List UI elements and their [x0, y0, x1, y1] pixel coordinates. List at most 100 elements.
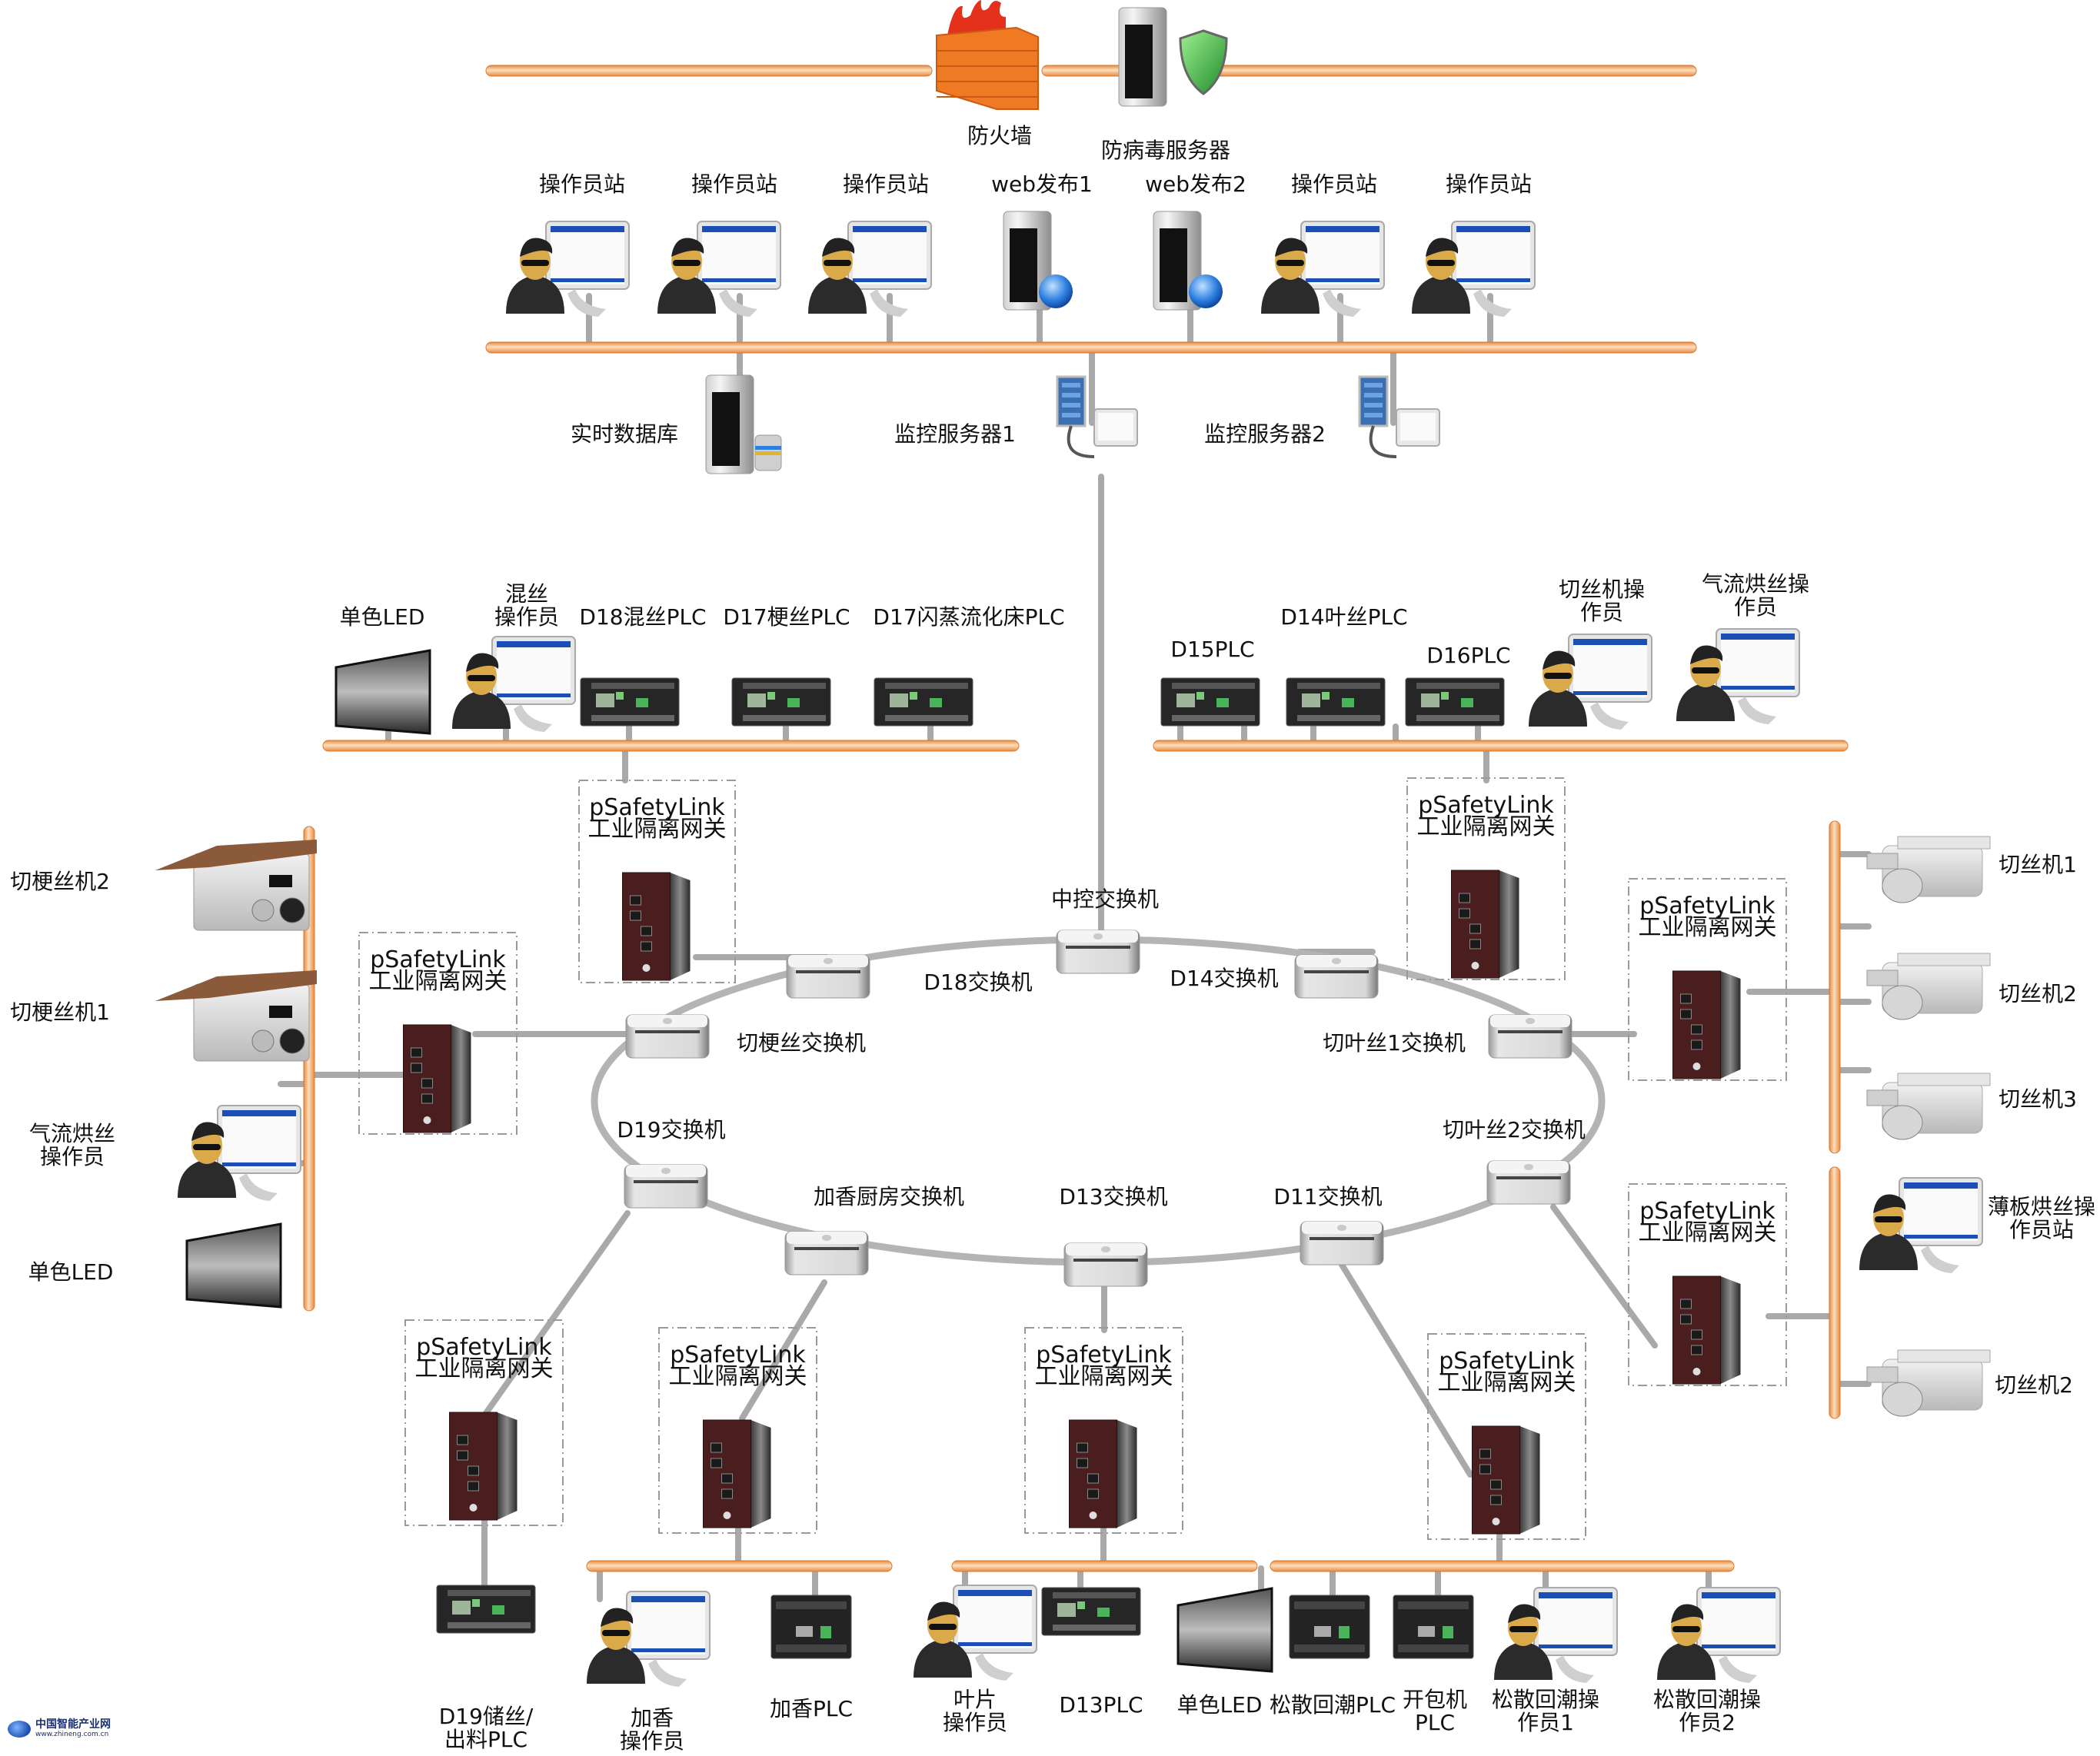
d16-plc-icon — [1405, 677, 1505, 727]
ethernet-port-icon — [1479, 1448, 1491, 1459]
label-switch-qys2: 切叶丝2交换机 — [1443, 1117, 1586, 1142]
ethernet-port-icon — [1691, 1039, 1702, 1050]
label-qsj-3: 切丝机3 — [1998, 1086, 2077, 1112]
leaf-operator-icon — [914, 1585, 1037, 1681]
gateway-d14-label: pSafetyLink 工业隔离网关 — [1416, 792, 1556, 840]
ethernet-port-icon — [1087, 1473, 1099, 1484]
bus-right-1 — [1829, 820, 1841, 1154]
leaf-cutter-2-icon — [1866, 953, 1991, 1020]
switch-qgs-icon — [625, 1014, 710, 1059]
gateway-qys1-side — [1720, 971, 1741, 1079]
bus-bottom-jx — [586, 1560, 893, 1572]
firewall-icon — [936, 0, 1039, 110]
label-cut-operator: 切丝机操 作员 — [1558, 577, 1646, 625]
gateway-jxcf-box — [658, 1327, 817, 1534]
shield-logo-icon — [642, 964, 651, 972]
operator-station-6-icon — [1261, 221, 1385, 317]
ethernet-port-icon — [421, 1093, 433, 1104]
watermark-logo: 中国智能产业网 www.zhineng.com.cn — [8, 1719, 111, 1738]
jx-plc-icon — [770, 1595, 852, 1659]
flame-icon — [947, 0, 1006, 35]
globe-icon — [1039, 274, 1073, 308]
switch-d14-icon — [1294, 954, 1379, 999]
ethernet-port-icon — [721, 1473, 733, 1484]
stem-cutter-2-icon — [155, 840, 317, 931]
antivirus-server-icon — [1118, 7, 1228, 107]
gateway-d18-label: pSafetyLink 工业隔离网关 — [587, 794, 727, 843]
gateway-qys1-box — [1628, 878, 1787, 1081]
switch-center-icon — [1056, 930, 1140, 974]
d14-plc-icon — [1286, 677, 1386, 727]
gateway-left-box — [358, 932, 518, 1135]
gateway-d11-label: pSafetyLink 工业隔离网关 — [1437, 1348, 1576, 1396]
shield-logo-icon — [1692, 1368, 1701, 1375]
switch-d11-icon — [1300, 1221, 1384, 1265]
gateway-left-label: pSafetyLink 工业隔离网关 — [368, 946, 508, 995]
leaf-cutter-1-icon — [1866, 836, 1991, 903]
gateway-qys2-side — [1720, 1276, 1741, 1384]
leaf-cutter-3-icon — [1866, 1073, 1991, 1140]
ethernet-port-icon — [1691, 1329, 1702, 1340]
link-jxcf-gw — [739, 1279, 827, 1422]
switch-d19-icon — [624, 1164, 708, 1209]
stem-cutter-1-icon — [155, 970, 317, 1062]
label-switch-jxcf: 加香厨房交换机 — [813, 1184, 965, 1209]
switch-d13-icon — [1063, 1242, 1148, 1287]
ethernet-port-icon — [711, 1442, 722, 1453]
ethernet-port-icon — [457, 1435, 468, 1445]
bus-internet-left — [485, 65, 933, 77]
d17-gs-plc-icon — [731, 677, 831, 727]
realtime-db-server-icon — [705, 374, 782, 474]
label-plate-operator: 薄板烘丝操 作员站 — [1987, 1194, 2096, 1242]
switch-qys1-icon — [1488, 1014, 1573, 1059]
label-sshc-op2: 松散回潮操 作员2 — [1652, 1687, 1762, 1735]
gateway-d11-side — [1519, 1426, 1540, 1534]
shield-logo-icon — [1471, 962, 1479, 969]
sshc-operator-1-icon — [1494, 1587, 1618, 1683]
watermark-url: www.zhineng.com.cn — [35, 1731, 109, 1738]
mix-operator-icon — [452, 636, 576, 732]
label-qsj-2: 切丝机2 — [1998, 981, 2077, 1006]
d13-plc-icon — [1041, 1587, 1141, 1636]
ethernet-port-icon — [1469, 923, 1481, 934]
gateway-qys1-label: pSafetyLink 工业隔离网关 — [1638, 893, 1777, 941]
ethernet-port-icon — [1087, 1488, 1099, 1499]
bus-d14 — [1153, 740, 1849, 752]
gateway-d18-side — [670, 873, 691, 980]
label-cutter-2: 切梗丝机2 — [10, 869, 110, 894]
ethernet-port-icon — [630, 910, 641, 921]
label-d15plc: D15PLC — [1170, 637, 1255, 662]
d19-plc-icon — [436, 1585, 536, 1634]
operator-station-1-icon — [506, 221, 630, 317]
led-bottom-icon — [1176, 1587, 1273, 1673]
ethernet-port-icon — [411, 1063, 422, 1073]
label-web-1: web发布1 — [991, 171, 1093, 197]
devices — [155, 0, 1991, 1687]
label-firewall: 防火墙 — [967, 123, 1033, 148]
label-station-2: 操作员站 — [691, 171, 778, 197]
label-station-3: 操作员站 — [842, 171, 930, 197]
label-leaf-operator: 叶片 操作员 — [942, 1687, 1008, 1735]
label-led-d18: 单色LED — [339, 604, 425, 630]
label-switch-qgs: 切梗丝交换机 — [736, 1030, 867, 1056]
globe-icon — [1189, 274, 1223, 308]
label-realtime-db: 实时数据库 — [570, 421, 679, 447]
shield-logo-icon — [1089, 1512, 1097, 1519]
switch-jxcf-icon — [784, 1231, 869, 1275]
label-switch-qys1: 切叶丝1交换机 — [1323, 1030, 1466, 1056]
gateway-d11-box — [1427, 1333, 1586, 1540]
label-kbj-plc: 开包机 PLC — [1402, 1687, 1468, 1735]
operator-station-7-icon — [1412, 221, 1536, 317]
gateway-d19-label: pSafetyLink 工业隔离网关 — [414, 1334, 554, 1382]
d17-flash-plc-icon — [874, 677, 973, 727]
watermark-name: 中国智能产业网 — [35, 1718, 111, 1731]
ethernet-port-icon — [630, 895, 641, 906]
label-qsj-2b: 切丝机2 — [1995, 1372, 2073, 1398]
label-airdry-operator: 气流烘丝操 作员 — [1701, 571, 1810, 620]
ethernet-port-icon — [1490, 1479, 1502, 1490]
label-jx-plc: 加香PLC — [769, 1696, 854, 1721]
label-web-2: web发布2 — [1145, 171, 1246, 197]
airdry-left-operator-icon — [178, 1105, 301, 1201]
label-station-7: 操作员站 — [1445, 171, 1533, 197]
